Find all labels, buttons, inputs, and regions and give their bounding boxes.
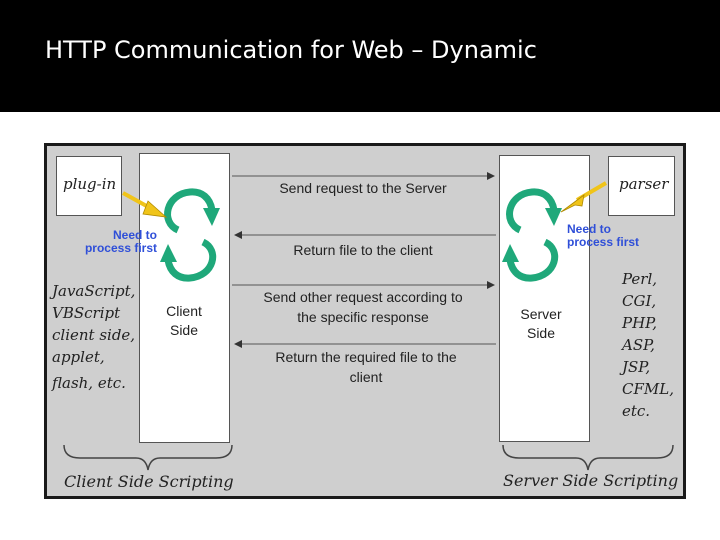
client-column bbox=[139, 153, 230, 443]
server-brace bbox=[502, 444, 674, 471]
plugin-label: plug-in bbox=[63, 175, 117, 193]
client-tech-item: VBScript bbox=[52, 304, 121, 322]
client-side-label: Client Side bbox=[150, 302, 218, 340]
message-3-line-1: Send other request according to bbox=[263, 289, 463, 305]
plugin-box: plug-in bbox=[56, 156, 122, 216]
server-side-label: Server Side bbox=[506, 305, 576, 343]
message-2-line-1: Return file to the client bbox=[293, 242, 433, 258]
message-1-line-1: Send request to the Server bbox=[279, 180, 447, 196]
parser-pointer-arrow bbox=[560, 181, 608, 213]
server-tech-item: CFML, bbox=[622, 380, 674, 398]
server-tech-item: PHP, bbox=[622, 314, 657, 332]
client-tech-item: JavaScript, bbox=[52, 282, 136, 300]
client-label-line-1: Client bbox=[166, 303, 202, 319]
server-tech-item: JSP, bbox=[622, 358, 651, 376]
message-4: Return the required file to the client bbox=[238, 347, 494, 387]
server-tech-item: Perl, bbox=[622, 270, 658, 288]
server-caption: Server Side Scripting bbox=[503, 471, 679, 490]
client-need-label: Need to process first bbox=[73, 229, 157, 255]
client-need-line-1: Need to bbox=[112, 228, 157, 242]
server-tech-item: etc. bbox=[622, 402, 651, 420]
server-label-line-2: Side bbox=[526, 325, 556, 341]
server-label-line-1: Server bbox=[520, 306, 562, 322]
message-2: Return file to the client bbox=[238, 240, 488, 260]
server-tech-item: CGI, bbox=[622, 292, 657, 310]
client-need-line-2: process first bbox=[84, 241, 157, 255]
client-cycle-icon bbox=[160, 188, 220, 282]
client-tech-item: flash, etc. bbox=[52, 374, 126, 392]
server-tech-item: ASP, bbox=[622, 336, 655, 354]
message-4-line-2: client bbox=[349, 369, 383, 385]
server-tech-list: Perl, CGI, PHP, ASP, JSP, CFML, etc. bbox=[622, 268, 674, 422]
client-tech-list: JavaScript, VBScript client side, applet… bbox=[52, 280, 135, 394]
parser-label: parser bbox=[619, 175, 669, 193]
plugin-pointer-arrow bbox=[122, 191, 168, 218]
client-tech-item: client side, bbox=[52, 326, 136, 344]
server-need-line-1: Need to bbox=[567, 222, 612, 236]
message-3: Send other request according to the spec… bbox=[238, 287, 488, 327]
message-1: Send request to the Server bbox=[238, 178, 488, 198]
client-tech-item: applet, bbox=[52, 348, 105, 366]
client-caption: Client Side Scripting bbox=[64, 472, 234, 491]
client-label-line-2: Side bbox=[169, 322, 199, 338]
server-need-line-2: process first bbox=[567, 235, 640, 249]
server-need-label: Need to process first bbox=[567, 223, 639, 249]
server-cycle-icon bbox=[502, 188, 562, 282]
message-4-line-1: Return the required file to the bbox=[275, 349, 457, 365]
title-bar: HTTP Communication for Web – Dynamic bbox=[0, 0, 720, 112]
parser-box: parser bbox=[608, 156, 675, 216]
message-3-line-2: the specific response bbox=[297, 309, 429, 325]
slide-title: HTTP Communication for Web – Dynamic bbox=[45, 36, 537, 64]
client-brace bbox=[63, 444, 233, 471]
